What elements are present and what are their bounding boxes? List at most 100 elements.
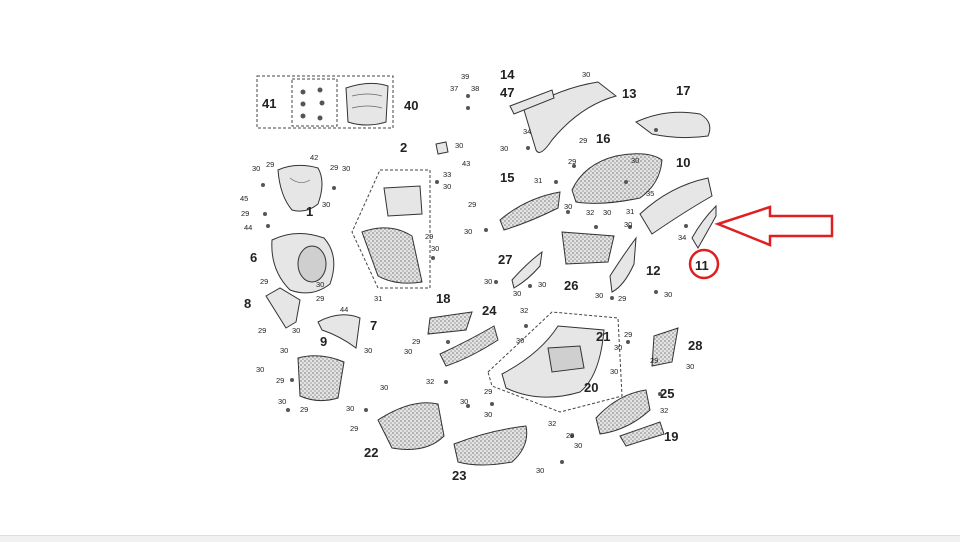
fastener-label: 30 [460,397,468,406]
fastener-label: 29 [241,209,249,218]
fastener-label: 29 [618,294,626,303]
part-label: 23 [452,468,466,483]
part-label: 6 [250,250,257,265]
fastener-label: 34 [523,127,531,136]
part-label: 14 [500,67,515,82]
part-label: 13 [622,86,636,101]
fastener-label: 30 [380,383,388,392]
fastener-label: 30 [280,346,288,355]
part-label: 16 [596,131,610,146]
fastener-label: 30 [484,277,492,286]
part-label: 19 [664,429,678,444]
fastener-label: 29 [350,424,358,433]
frame-41 [256,75,394,129]
part-labels: 41 40 1 2 6 8 7 9 22 23 18 24 21 20 25 1… [244,67,709,483]
fastener-label: 29 [425,232,433,241]
fastener-label: 30 [278,397,286,406]
fastener-label: 39 [461,72,469,81]
part-label: 20 [584,380,598,395]
tail-cover-17 [635,111,711,139]
part-label: 2 [400,140,407,155]
lower-cover-23 [453,425,528,466]
side-cover-10 [639,177,713,235]
fastener-label: 30 [686,362,694,371]
fastener-label: 44 [244,223,252,232]
side-trim-7 [317,314,361,349]
fastener-label: 30 [631,156,639,165]
fastener-label: 31 [534,176,542,185]
part-label: 27 [498,252,512,267]
floor-mat-19 [619,421,665,447]
fastener-label: 30 [595,291,603,300]
panel-28 [651,327,679,367]
part-label: 24 [482,303,497,318]
part-label: 40 [404,98,418,113]
fastener-label: 30 [603,208,611,217]
fastener-label: 37 [450,84,458,93]
fastener-label: 29 [568,157,576,166]
part-label: 25 [660,386,674,401]
part-label: 21 [596,329,610,344]
part-label-highlighted: 11 [695,258,709,273]
fastener-label: 29 [260,277,268,286]
inner-panel-15 [499,191,561,231]
side-panel-25 [595,389,651,435]
frame-20 [487,311,623,413]
fastener-label: 29 [258,326,266,335]
fastener-label: 30 [500,144,508,153]
fastener-label: 29 [316,294,324,303]
part-label: 8 [244,296,251,311]
fastener-label: 44 [340,305,348,314]
fastener-dots [261,94,688,464]
fastener-label: 30 [443,182,451,191]
fastener-label: 30 [516,336,524,345]
fastener-label: 30 [538,280,546,289]
center-cover-21 [547,345,585,373]
fastener-label: 32 [586,208,594,217]
fastener-label: 29 [412,337,420,346]
frame-41-inner [291,78,338,127]
fastener-label: 43 [462,159,470,168]
front-cover-1 [277,164,323,212]
fastener-label: 30 [624,220,632,229]
fastener-label: 30 [431,244,439,253]
fastener-labels: 39 37 38 30 34 30 29 29 31 30 35 29 29 3… [240,70,694,475]
fastener-label: 30 [513,289,521,298]
cover-12 [609,236,637,293]
fastener-label: 30 [256,365,264,374]
part-label: 22 [364,445,378,460]
circle-highlight-icon [688,248,720,280]
fastener-label: 29 [484,387,492,396]
side-rail-24 [439,325,499,367]
fastener-label: 32 [548,419,556,428]
part-label: 15 [500,170,514,185]
fastener-label: 30 [322,200,330,209]
lower-cover-22 [377,402,445,450]
fastener-label: 30 [316,280,324,289]
bracket-4 [383,185,423,217]
fastener-label: 42 [310,153,318,162]
part-label: 26 [564,278,578,293]
fastener-label: 34 [678,233,686,242]
fastener-label: 30 [484,410,492,419]
fastener-label: 29 [624,330,632,339]
fastener-label: 29 [276,376,284,385]
fastener-label: 30 [342,164,350,173]
fastener-label: 30 [455,141,463,150]
grille-9 [297,355,345,402]
part-label: 12 [646,263,660,278]
bottom-strip [0,535,960,542]
storage-box-16 [571,153,663,204]
fastener-label: 30 [574,441,582,450]
fastener-label: 30 [346,404,354,413]
trim-14 [509,89,555,115]
fastener-label: 30 [664,290,672,299]
part-label: 41 [262,96,276,111]
fastener-label: 30 [292,326,300,335]
fastener-label: 29 [300,405,308,414]
fastener-label: 32 [660,406,668,415]
fastener-label: 30 [536,466,544,475]
fastener-label: 30 [464,227,472,236]
fastener-label: 29 [566,431,574,440]
